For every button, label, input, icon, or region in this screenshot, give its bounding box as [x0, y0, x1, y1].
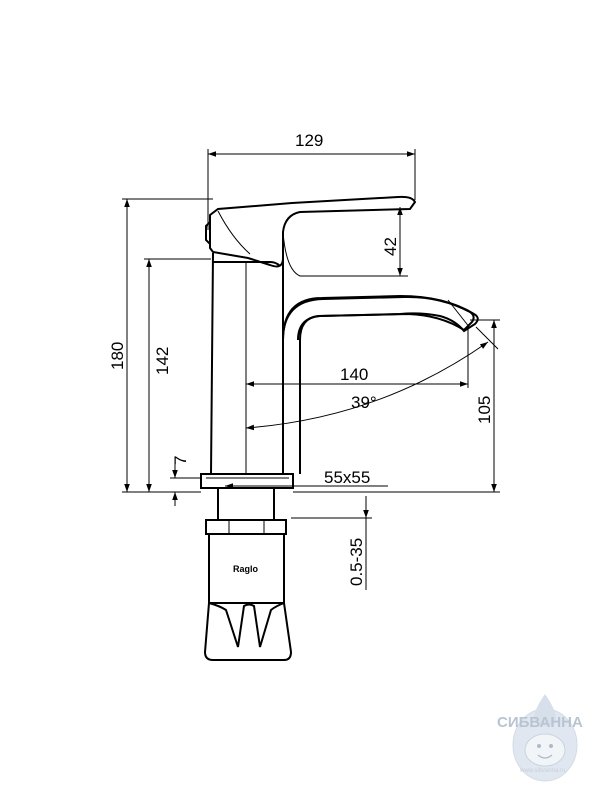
dim-label-spout-reach: 140 [340, 365, 368, 384]
handle-lever [209, 195, 417, 268]
mascot-eye-left [537, 744, 541, 748]
fluted-bottom [203, 602, 293, 661]
dim-top-width: 129 [207, 131, 416, 230]
handle-edge [217, 210, 251, 255]
dim-spout-angle: 39° [245, 326, 499, 431]
dim-plate-thickness: 7 [170, 456, 201, 506]
dim-label-top-width: 129 [295, 131, 323, 150]
base-plate [200, 473, 294, 489]
mascot-eye-right [549, 744, 553, 748]
dim-countertop-range: 0.5-35 [291, 496, 372, 590]
bath-mascot-icon [524, 733, 566, 767]
faucet-outline [200, 195, 479, 661]
handle-cap [205, 219, 211, 247]
dim-label-countertop-range: 0.5-35 [347, 538, 366, 586]
dim-label-spout-angle: 39° [351, 393, 377, 412]
dim-total-height: 180 [108, 198, 213, 493]
mascot-smile [537, 754, 553, 759]
dim-spout-height: 105 [293, 319, 500, 493]
dim-label-plate-thickness: 7 [171, 456, 190, 465]
spout [282, 294, 479, 341]
watermark-url: www.sibvanna.ru [519, 768, 565, 774]
body-top-collar [213, 261, 281, 267]
dim-label-total-height: 180 [108, 342, 127, 370]
dim-plate-size: 55x55 [225, 468, 388, 489]
dim-label-body-height: 142 [153, 347, 172, 375]
water-drop-icon [534, 694, 556, 726]
watermark-logo: СИБВАННА www.sibvanna.ru [497, 694, 583, 782]
spout-tip-edge [447, 299, 471, 329]
watermark-name: СИБВАННА [497, 714, 583, 731]
mounting-nut [205, 519, 287, 535]
ext-line-angle [475, 326, 499, 350]
dim-label-spout-height: 105 [475, 396, 494, 424]
dim-spout-reach: 140 [246, 326, 469, 388]
handle-underside [282, 231, 408, 277]
flute-ridges [208, 602, 285, 648]
dim-body-height: 142 [144, 258, 211, 492]
mounting-cylinder [208, 534, 285, 604]
dim-label-plate-size: 55x55 [324, 468, 370, 487]
dim-label-handle-height: 42 [381, 237, 400, 256]
vertical-body [209, 252, 475, 475]
brand-label: Raglo [233, 564, 259, 574]
dim-arc-39 [245, 341, 489, 431]
dim-handle-height: 42 [381, 207, 403, 276]
